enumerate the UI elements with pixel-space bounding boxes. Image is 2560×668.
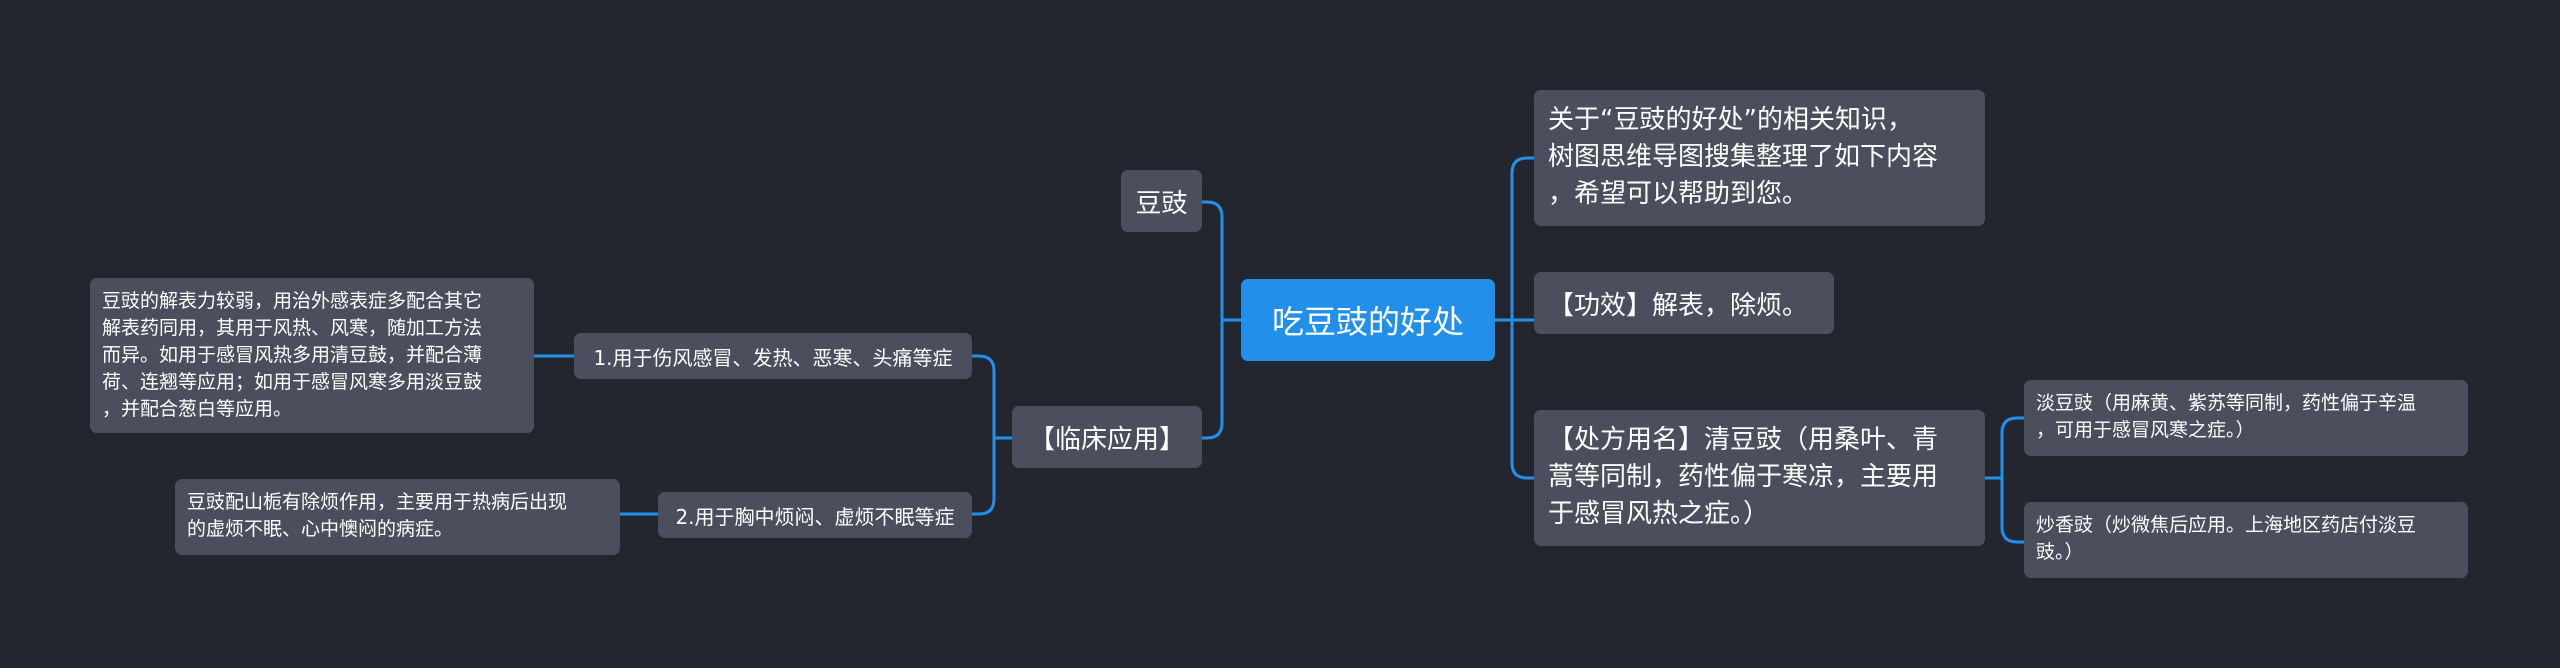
topic-intro[interactable]: 关于“豆豉的好处”的相关知识， 树图思维导图搜集整理了如下内容 ，希望可以帮助到… (1534, 90, 1985, 226)
topic-clinical-label: 【临床应用】 (1028, 424, 1185, 455)
topic-effect-label: 【功效】解表，除烦。 (1548, 290, 1809, 321)
topic-clinical[interactable]: 【临床应用】 (1012, 406, 1202, 468)
clinical-item-2-detail[interactable]: 豆豉配山栀有除烦作用，主要用于热病后出现 的虚烦不眠、心中懊闷的病症。 (175, 479, 620, 555)
root-topic[interactable]: 吃豆豉的好处 (1241, 279, 1495, 361)
prescription-line: 【处方用名】清豆豉（用桑叶、青 (1548, 425, 1939, 455)
intro-line: 关于“豆豉的好处”的相关知识， (1548, 105, 1913, 135)
detail-line: 豆豉的解表力较弱，用治外感表症多配合其它 (102, 290, 483, 312)
topic-prescription[interactable]: 【处方用名】清豆豉（用桑叶、青 蒿等同制，药性偏于寒凉，主要用 于感冒风热之症。… (1534, 410, 1985, 546)
clinical-item-2-label: 2.用于胸中烦闷、虚烦不眠等症 (675, 504, 955, 529)
prescription-item-line: 炒香豉（炒微焦后应用。上海地区药店付淡豆 (2036, 514, 2417, 536)
detail-line: 荷、连翘等应用；如用于感冒风寒多用淡豆鼓 (102, 371, 483, 393)
root-topic-label: 吃豆豉的好处 (1271, 303, 1464, 341)
clinical-item-1-detail[interactable]: 豆豉的解表力较弱，用治外感表症多配合其它 解表药同用，其用于风热、风寒，随加工方… (90, 278, 534, 433)
clinical-item-1-label: 1.用于伤风感冒、发热、恶寒、头痛等症 (593, 345, 953, 370)
clinical-item-2[interactable]: 2.用于胸中烦闷、虚烦不眠等症 (658, 492, 972, 538)
topic-douchi[interactable]: 豆豉 (1121, 170, 1202, 232)
prescription-item-line: 豉。） (2036, 541, 2084, 563)
topic-effect[interactable]: 【功效】解表，除烦。 (1534, 272, 1834, 334)
prescription-item-2[interactable]: 炒香豉（炒微焦后应用。上海地区药店付淡豆 豉。） (2024, 502, 2468, 578)
detail-line: 的虚烦不眠、心中懊闷的病症。 (187, 518, 454, 540)
topic-douchi-label: 豆豉 (1135, 188, 1188, 219)
clinical-item-1[interactable]: 1.用于伤风感冒、发热、恶寒、头痛等症 (574, 333, 972, 379)
detail-line: 解表药同用，其用于风热、风寒，随加工方法 (102, 317, 483, 339)
intro-line: ，希望可以帮助到您。 (1548, 179, 1809, 209)
prescription-line: 蒿等同制，药性偏于寒凉，主要用 (1548, 462, 1939, 492)
prescription-item-line: ，可用于感冒风寒之症。） (2036, 419, 2255, 441)
prescription-line: 于感冒风热之症。） (1548, 499, 1770, 529)
detail-line: ，并配合葱白等应用。 (102, 398, 293, 420)
detail-line: 豆豉配山栀有除烦作用，主要用于热病后出现 (187, 491, 568, 513)
intro-line: 树图思维导图搜集整理了如下内容 (1548, 142, 1939, 172)
prescription-item-line: 淡豆豉（用麻黄、紫苏等同制，药性偏于辛温 (2036, 392, 2417, 414)
detail-line: 而异。如用于感冒风热多用清豆鼓，并配合薄 (102, 344, 483, 366)
prescription-item-1[interactable]: 淡豆豉（用麻黄、紫苏等同制，药性偏于辛温 ，可用于感冒风寒之症。） (2024, 380, 2468, 456)
